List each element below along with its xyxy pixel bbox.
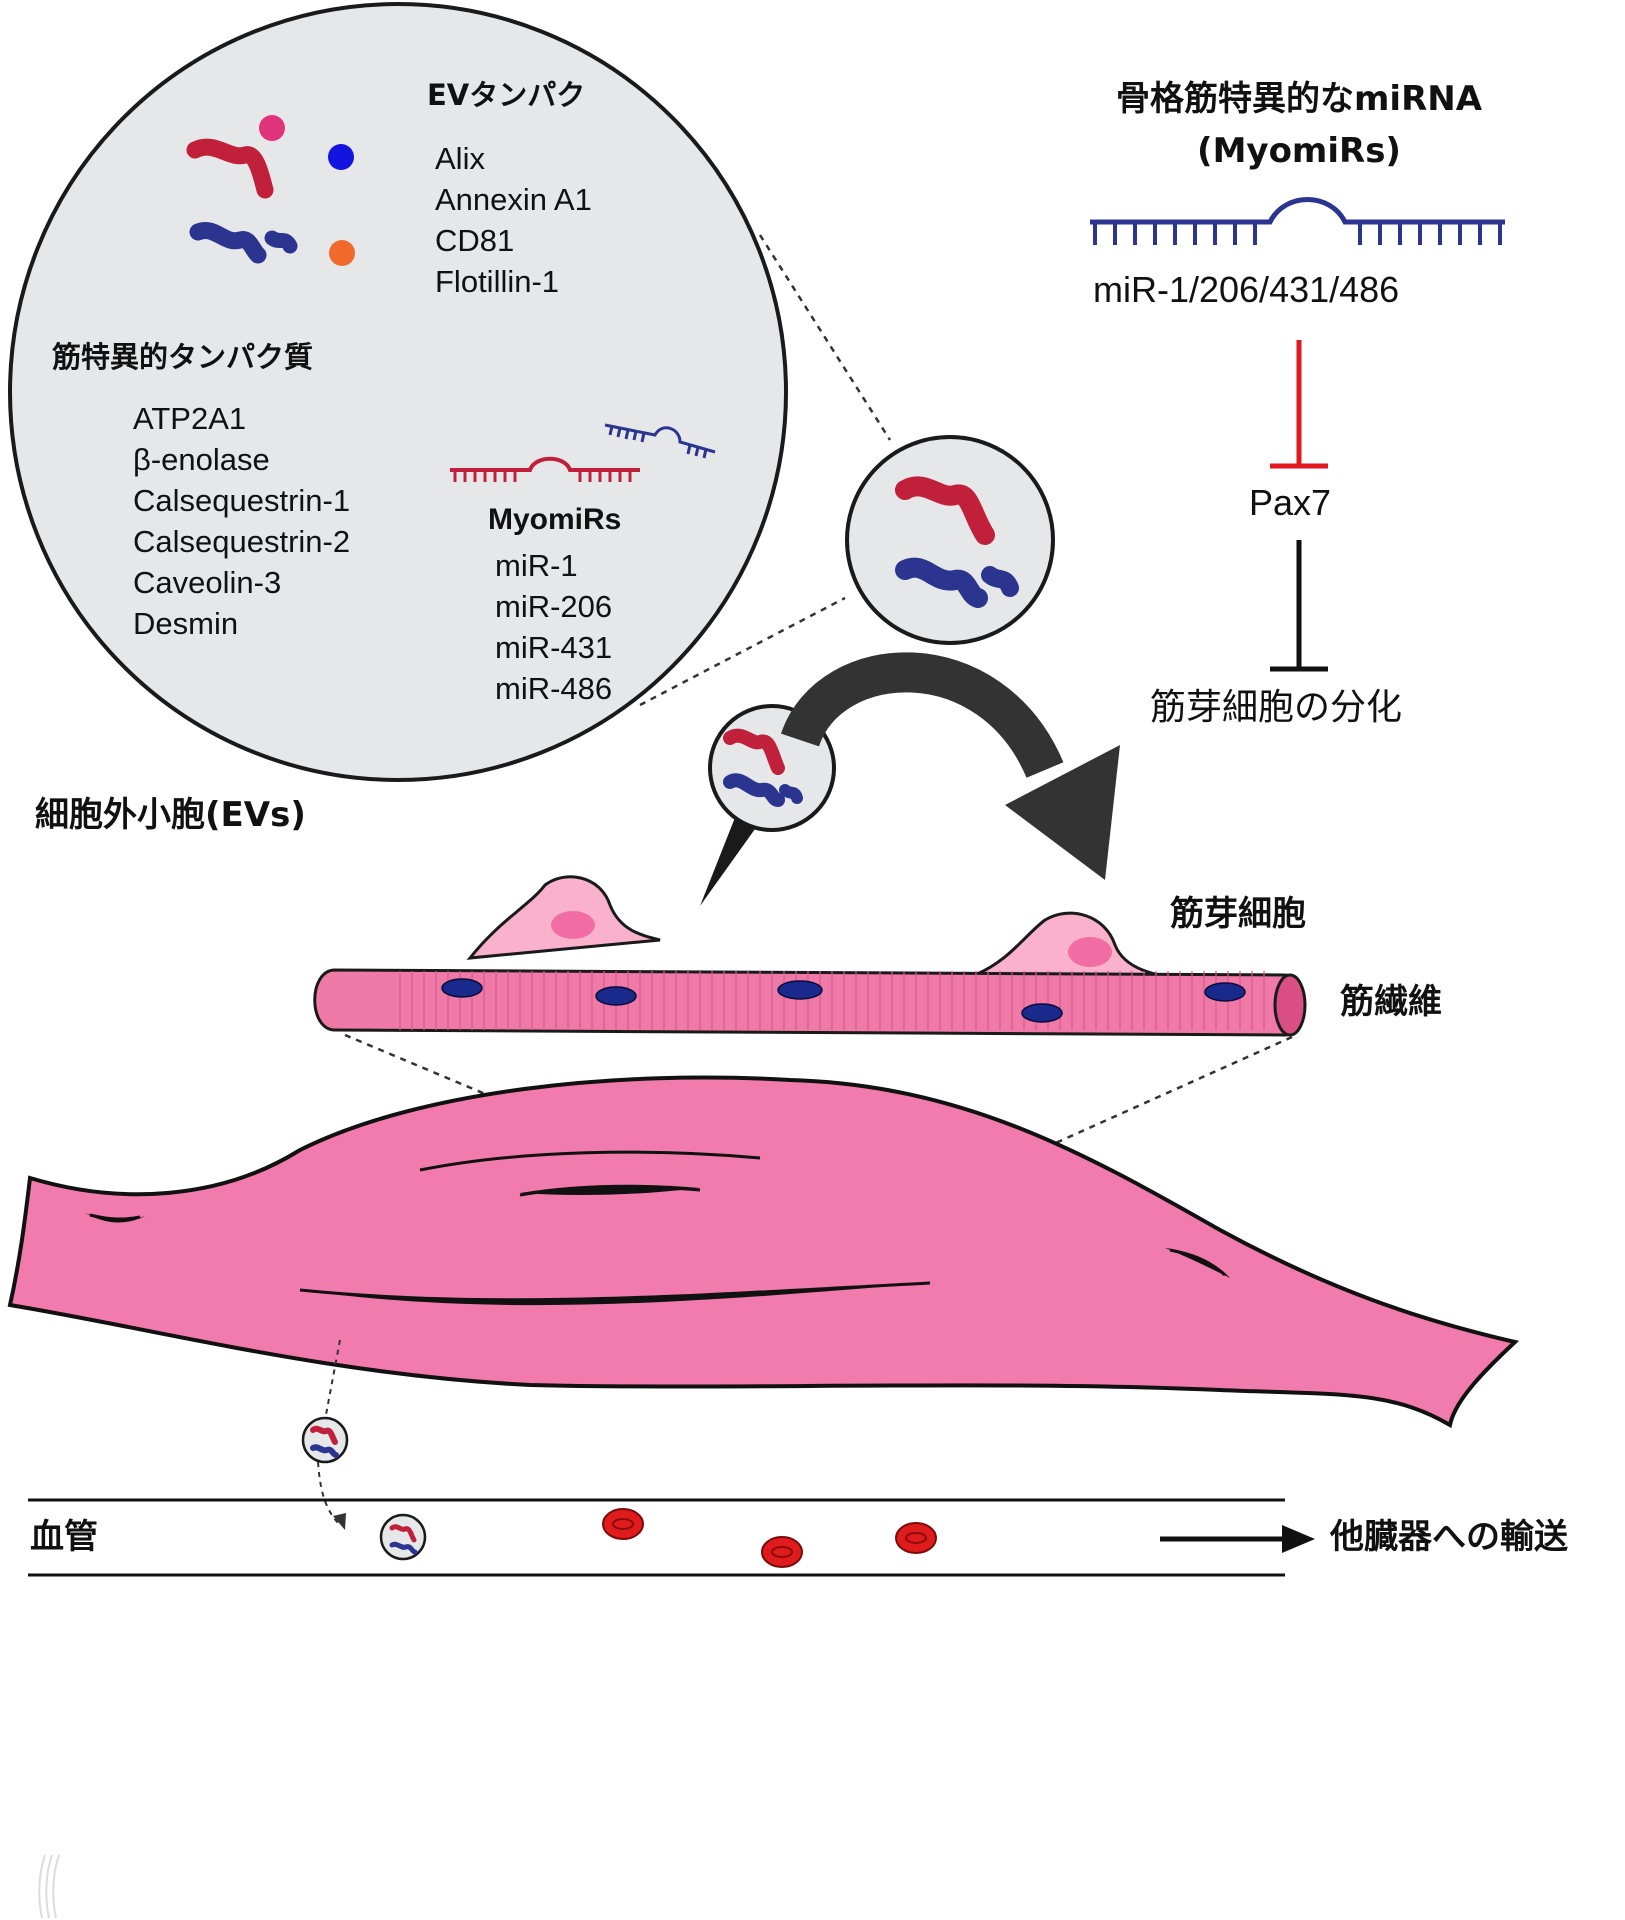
list-item: miR-206 bbox=[495, 589, 613, 624]
blue-mirna-strand-icon bbox=[189, 222, 298, 264]
mirna-label: miR-1/206/431/486 bbox=[1093, 269, 1400, 310]
ev-protein-heading: EVタンパク bbox=[427, 78, 586, 112]
list-item: ATP2A1 bbox=[133, 401, 247, 436]
list-item: miR-1 bbox=[495, 548, 578, 583]
ev-zoom-circle bbox=[845, 435, 1055, 645]
blue-hairpin-mirna-icon bbox=[604, 423, 716, 459]
inhibition-arrow-red-icon bbox=[1270, 340, 1328, 469]
ev-protein-list: Alix Annexin A1 CD81 Flotillin-1 bbox=[435, 138, 592, 302]
blue-protein-dot-icon bbox=[328, 144, 354, 170]
inhibition-arrow-black-icon bbox=[1270, 540, 1328, 672]
myoblast-label: 筋芽細胞 bbox=[1170, 894, 1306, 934]
list-item: Alix bbox=[435, 141, 485, 176]
muscle-protein-heading: 筋特異的タンパク質 bbox=[52, 340, 314, 374]
pax7-label: Pax7 bbox=[1249, 482, 1332, 523]
myomir-list: miR-1 miR-206 miR-431 miR-486 bbox=[495, 545, 612, 709]
list-item: miR-431 bbox=[495, 630, 613, 665]
muscle-fiber bbox=[313, 875, 1307, 1037]
list-item: CD81 bbox=[435, 223, 515, 258]
list-item: Calsequestrin-1 bbox=[133, 483, 351, 518]
red-blood-cell-icon bbox=[602, 1508, 937, 1568]
differentiation-label: 筋芽細胞の分化 bbox=[1150, 687, 1403, 728]
ev-label: 細胞外小胞(EVs) bbox=[35, 795, 306, 835]
list-item: miR-486 bbox=[495, 671, 613, 706]
myomir-heading: MyomiRs bbox=[488, 503, 622, 536]
list-item: Caveolin-3 bbox=[133, 565, 282, 600]
blood-vessel-label: 血管 bbox=[30, 1517, 98, 1557]
pathway-title-line2: (MyomiRs) bbox=[1197, 131, 1401, 171]
blood-vessel bbox=[28, 1498, 1315, 1577]
red-hairpin-mirna-icon bbox=[450, 456, 640, 482]
pathway-title-line1: 骨格筋特異的なmiRNA bbox=[1115, 79, 1483, 119]
transport-arrow-icon bbox=[1160, 1525, 1315, 1553]
ev-detail-circle bbox=[8, 2, 892, 782]
transport-label: 他臓器への輸送 bbox=[1330, 1517, 1568, 1557]
list-item: β-enolase bbox=[133, 442, 270, 477]
mirna-duplex-icon bbox=[1090, 197, 1505, 245]
ev-in-vessel-icon bbox=[379, 1513, 427, 1561]
list-item: Flotillin-1 bbox=[435, 264, 560, 299]
decorative-arcs-icon bbox=[38, 1854, 60, 1919]
list-item: Desmin bbox=[133, 606, 239, 641]
ev-exiting-icon bbox=[301, 1416, 349, 1464]
orange-protein-dot-icon bbox=[329, 240, 355, 266]
muscle-fiber-label: 筋繊維 bbox=[1340, 982, 1442, 1022]
skeletal-muscle bbox=[7, 1075, 1520, 1429]
muscle-protein-list: ATP2A1 β-enolase Calsequestrin-1 Calsequ… bbox=[133, 398, 350, 644]
list-item: Annexin A1 bbox=[435, 182, 592, 217]
pink-protein-dot-icon bbox=[259, 115, 285, 141]
list-item: Calsequestrin-2 bbox=[133, 524, 351, 559]
curved-arrow-icon bbox=[781, 652, 1120, 880]
red-mirna-strand-icon bbox=[186, 138, 274, 199]
